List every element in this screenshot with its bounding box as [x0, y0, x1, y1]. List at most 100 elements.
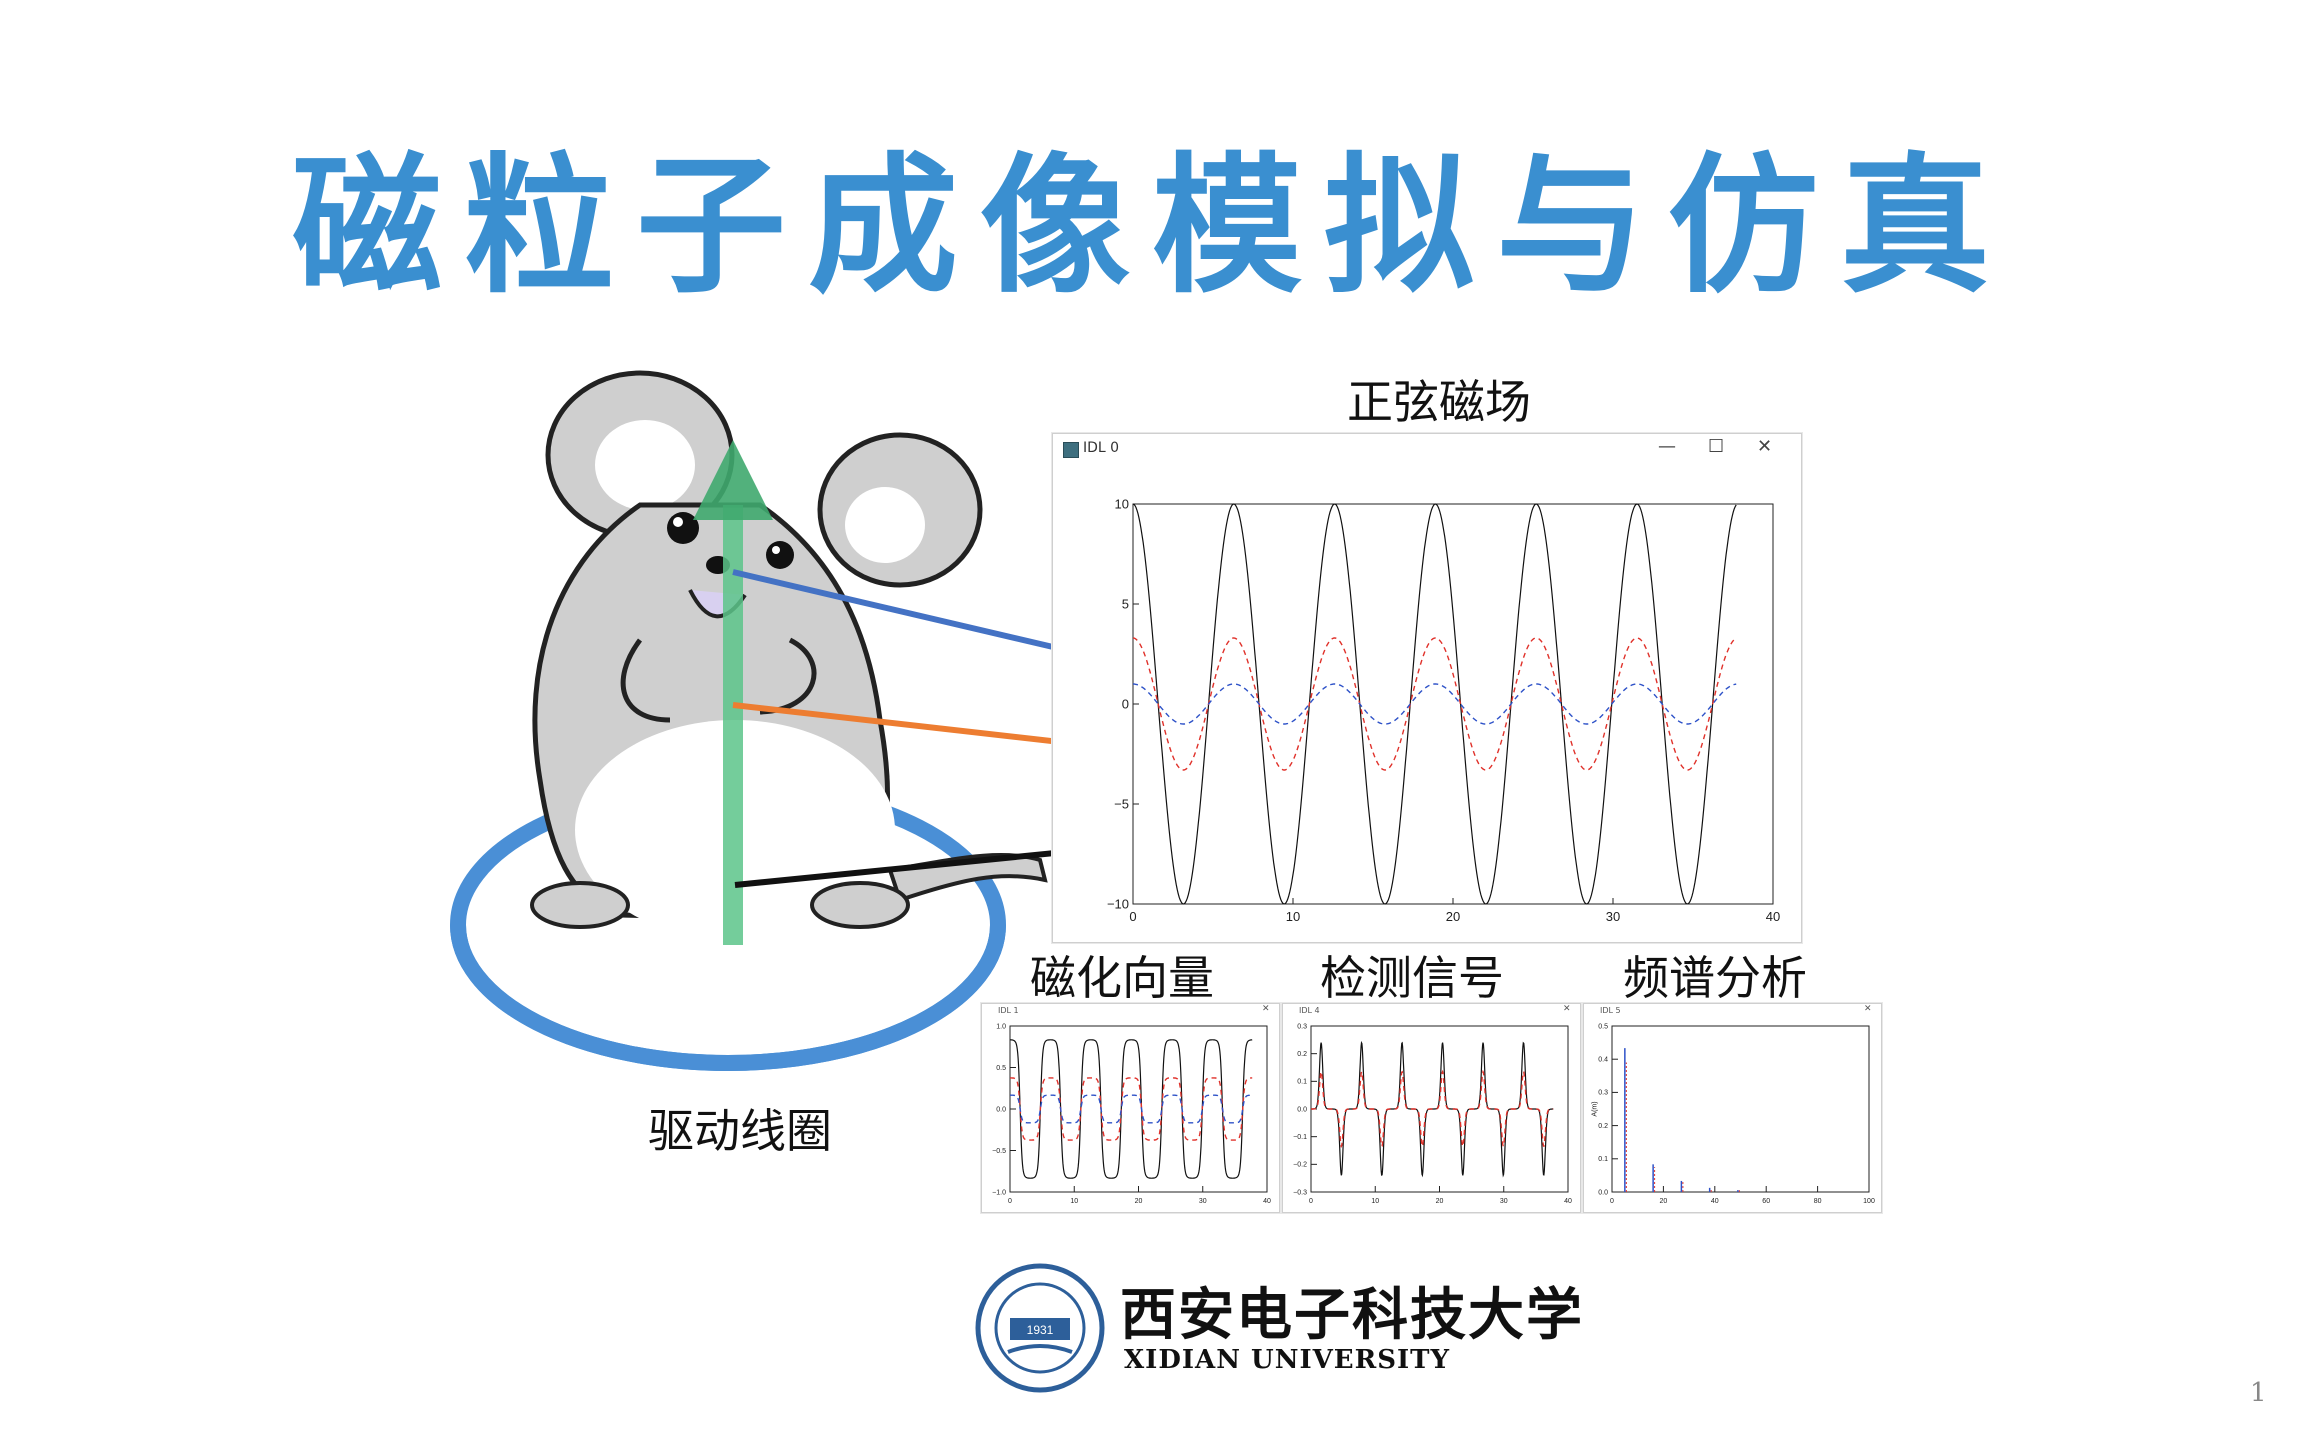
y-tick-label: 1.0	[996, 1023, 1006, 1030]
y-tick-label: −1.0	[992, 1189, 1006, 1196]
y-tick-label: 0.1	[1297, 1079, 1307, 1086]
coil-label: 驱动线圈	[648, 1104, 832, 1158]
idl-mini-window-spectrum[interactable]: IDL 5 ✕ 0 20 40 60 80 100 0.5 0.4 0.3 0.2 0.1 0.0 A(…	[1583, 1003, 1882, 1213]
series-line-0	[1132, 503, 1737, 905]
mini-window-title: IDL 4	[1299, 1006, 1320, 1015]
mini-titlebar[interactable]: IDL 4 ✕	[1283, 1004, 1580, 1018]
mouse-left-foot	[530, 881, 630, 929]
y-tick-label: −10	[1107, 896, 1129, 911]
mini-titlebar[interactable]: IDL 1 ✕	[982, 1004, 1279, 1018]
field-arrow-head	[693, 440, 773, 520]
slide-title: 磁粒子成像模拟与仿真	[291, 138, 2012, 314]
minimize-button[interactable]: —	[1658, 436, 1676, 457]
y-tick-label: 0.3	[1297, 1023, 1307, 1030]
mouse-right-foot	[810, 881, 910, 929]
mouse-right-ear	[817, 432, 983, 588]
x-tick-label: 20	[1660, 1198, 1668, 1205]
signal-chart: 0 10 20 30 40 0.3 0.2 0.1 0.0 −0.1 −0.2 −0.3	[1293, 1023, 1572, 1205]
magnetization-chart: 0 10 20 30 40 1.0 0.5 0.0 −0.5 −1.0	[992, 1023, 1271, 1205]
spectrum-chart: 0 20 40 60 80 100 0.5 0.4 0.3 0.2 0.1 0.0 A(m)	[1592, 1023, 1875, 1205]
y-axis-label: A(m)	[1592, 1101, 1599, 1116]
y-tick-label: 0.4	[1598, 1057, 1608, 1064]
university-name-cn: 西安电子科技大学	[1120, 1282, 1584, 1348]
mouse-belly	[575, 720, 895, 940]
plot-frame	[1132, 503, 1774, 905]
mouse-body	[532, 502, 890, 923]
series-line-0	[1010, 1039, 1253, 1179]
y-tick-label: 0.0	[996, 1106, 1006, 1113]
x-tick-label: 40	[1766, 909, 1780, 924]
seal-year: 1931	[1027, 1323, 1054, 1337]
plot-frame	[1611, 1025, 1870, 1193]
mini-titlebar[interactable]: IDL 5 ✕	[1584, 1004, 1881, 1018]
x-tick-label: 0	[1129, 909, 1136, 924]
window-title: IDL 0	[1083, 440, 1120, 456]
series-line-2	[1133, 683, 1737, 725]
mouse-left-eye	[667, 512, 699, 544]
drive-coil-back	[450, 779, 1006, 1071]
x-tick-label: 0	[1309, 1198, 1313, 1205]
y-tick-label: 10	[1115, 496, 1129, 511]
app-icon	[1063, 442, 1079, 458]
y-tick-label: 0.2	[1598, 1123, 1608, 1130]
mouse-left-ear	[545, 370, 735, 540]
y-tick-label: 0	[1122, 696, 1129, 711]
x-tick-label: 20	[1436, 1198, 1444, 1205]
idl-main-window[interactable]: IDL 0 — ☐ ✕ 0 10 20 30 40 10 5 0 −5 −10	[1052, 433, 1802, 943]
series-line-1	[1010, 1077, 1253, 1141]
y-tick-label: −0.2	[1293, 1162, 1307, 1169]
sine-field-chart: 0 10 20 30 40 10 5 0 −5 −10	[1107, 496, 1780, 924]
x-tick-label: 0	[1008, 1198, 1012, 1205]
x-tick-label: 40	[1711, 1198, 1719, 1205]
x-tick-label: 80	[1814, 1198, 1822, 1205]
mouse-tail	[887, 852, 1048, 903]
series-line-1	[1311, 1069, 1554, 1149]
page-number: 1	[2250, 1378, 2267, 1408]
idl-mini-window-magnetization[interactable]: IDL 1 ✕ 0 10 20 30 40 1.0 0.5 0.0 −0.5 −1.0	[981, 1003, 1280, 1213]
y-tick-label: 0.0	[1598, 1189, 1608, 1196]
field-arrow-shaft	[723, 505, 743, 945]
main-chart-caption: 正弦磁场	[1347, 375, 1531, 429]
close-button[interactable]: ✕	[1757, 436, 1773, 457]
y-tick-label: 0.3	[1598, 1090, 1608, 1097]
x-tick-label: 10	[1286, 909, 1300, 924]
x-tick-label: 30	[1500, 1198, 1508, 1205]
mini-close-button[interactable]: ✕	[1563, 1004, 1571, 1014]
mini-close-button[interactable]: ✕	[1864, 1004, 1872, 1014]
y-tick-label: 0.1	[1598, 1156, 1608, 1163]
series-line-1	[1132, 637, 1737, 771]
y-tick-label: 0.0	[1297, 1106, 1307, 1113]
mini-caption-magnetization: 磁化向量	[1030, 951, 1214, 1005]
x-tick-label: 0	[1610, 1198, 1614, 1205]
series-line-2	[1010, 1094, 1253, 1124]
x-tick-label: 60	[1762, 1198, 1770, 1205]
y-tick-label: 5	[1122, 596, 1129, 611]
university-name-en: XIDIAN UNIVERSITY	[1124, 1345, 1451, 1375]
maximize-button[interactable]: ☐	[1708, 436, 1725, 457]
mini-window-title: IDL 1	[998, 1006, 1019, 1015]
x-tick-label: 100	[1863, 1198, 1875, 1205]
x-tick-label: 20	[1135, 1198, 1143, 1205]
x-tick-label: 10	[1371, 1198, 1379, 1205]
mini-window-title: IDL 5	[1600, 1006, 1621, 1015]
x-tick-label: 10	[1070, 1198, 1078, 1205]
window-titlebar[interactable]: IDL 0 — ☐ ✕	[1053, 434, 1801, 464]
y-tick-label: −0.3	[1293, 1189, 1307, 1196]
mini-caption-spectrum: 频谱分析	[1623, 951, 1807, 1005]
drive-coil-front	[450, 924, 1006, 1071]
idl-mini-window-signal[interactable]: IDL 4 ✕ 0 10 20 30 40 0.3 0.2 0.1 0.0 −0.1 −0.2 −0.…	[1282, 1003, 1581, 1213]
mini-close-button[interactable]: ✕	[1262, 1004, 1270, 1014]
x-tick-label: 40	[1564, 1198, 1572, 1205]
x-tick-label: 30	[1199, 1198, 1207, 1205]
y-tick-label: −0.5	[992, 1148, 1006, 1155]
x-tick-label: 20	[1446, 909, 1460, 924]
x-tick-label: 30	[1606, 909, 1620, 924]
y-tick-label: 0.2	[1297, 1051, 1307, 1058]
x-tick-label: 40	[1263, 1198, 1271, 1205]
y-tick-label: −0.1	[1293, 1134, 1307, 1141]
mini-caption-signal: 检测信号	[1320, 951, 1504, 1005]
mouse-right-eye	[766, 541, 794, 569]
y-tick-label: 0.5	[1598, 1023, 1608, 1030]
y-tick-label: 0.5	[996, 1065, 1006, 1072]
y-tick-label: −5	[1114, 796, 1129, 811]
